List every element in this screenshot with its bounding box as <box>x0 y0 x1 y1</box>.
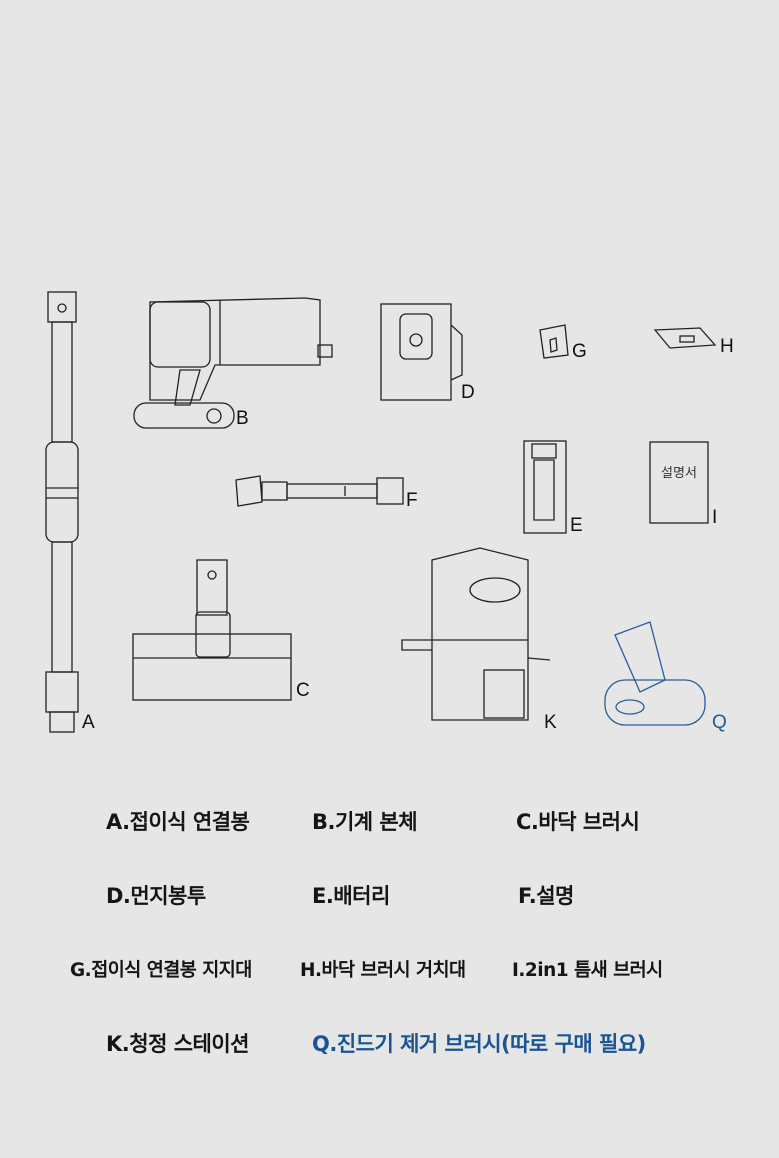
part-letter-b: B <box>236 408 249 429</box>
dust-bag-drawing <box>380 303 463 401</box>
part-letter-a: A <box>82 712 95 733</box>
main-body-drawing <box>133 297 333 429</box>
part-letter-f: F <box>406 490 418 511</box>
caption-e: E.배터리 <box>312 884 390 908</box>
caption-i: I.2in1 틈새 브러시 <box>512 960 663 981</box>
part-letter-i: I <box>712 507 718 528</box>
brush-holder-drawing <box>653 327 717 349</box>
crevice-brush-drawing <box>235 475 404 507</box>
manual-label: 설명서 <box>661 466 697 481</box>
part-letter-e: E <box>570 515 583 536</box>
rod-holder-drawing <box>539 324 569 359</box>
floor-brush-drawing <box>132 559 292 701</box>
part-letter-q: Q <box>712 712 727 733</box>
part-letter-h: H <box>720 336 734 357</box>
caption-c: C.바닥 브러시 <box>516 810 640 834</box>
manual-drawing <box>649 441 709 524</box>
caption-f: F.설명 <box>518 884 574 908</box>
part-letter-c: C <box>296 680 310 701</box>
caption-q: Q.진드기 제거 브러시(따로 구매 필요) <box>312 1032 646 1056</box>
mite-brush-drawing <box>604 621 706 726</box>
caption-a: A.접이식 연결봉 <box>106 810 250 834</box>
battery-drawing <box>523 440 567 534</box>
caption-g: G.접이식 연결봉 지지대 <box>70 960 252 981</box>
caption-d: D.먼지봉투 <box>106 884 206 908</box>
part-letter-k: K <box>544 712 557 733</box>
part-letter-g: G <box>572 341 587 362</box>
folding-rod-drawing <box>45 291 79 733</box>
cleaning-station-drawing <box>401 547 551 721</box>
part-letter-d: D <box>461 382 475 403</box>
caption-h: H.바닥 브러시 거치대 <box>300 960 466 981</box>
caption-b: B.기계 본체 <box>312 810 418 834</box>
caption-k: K.청정 스테이션 <box>106 1032 249 1056</box>
